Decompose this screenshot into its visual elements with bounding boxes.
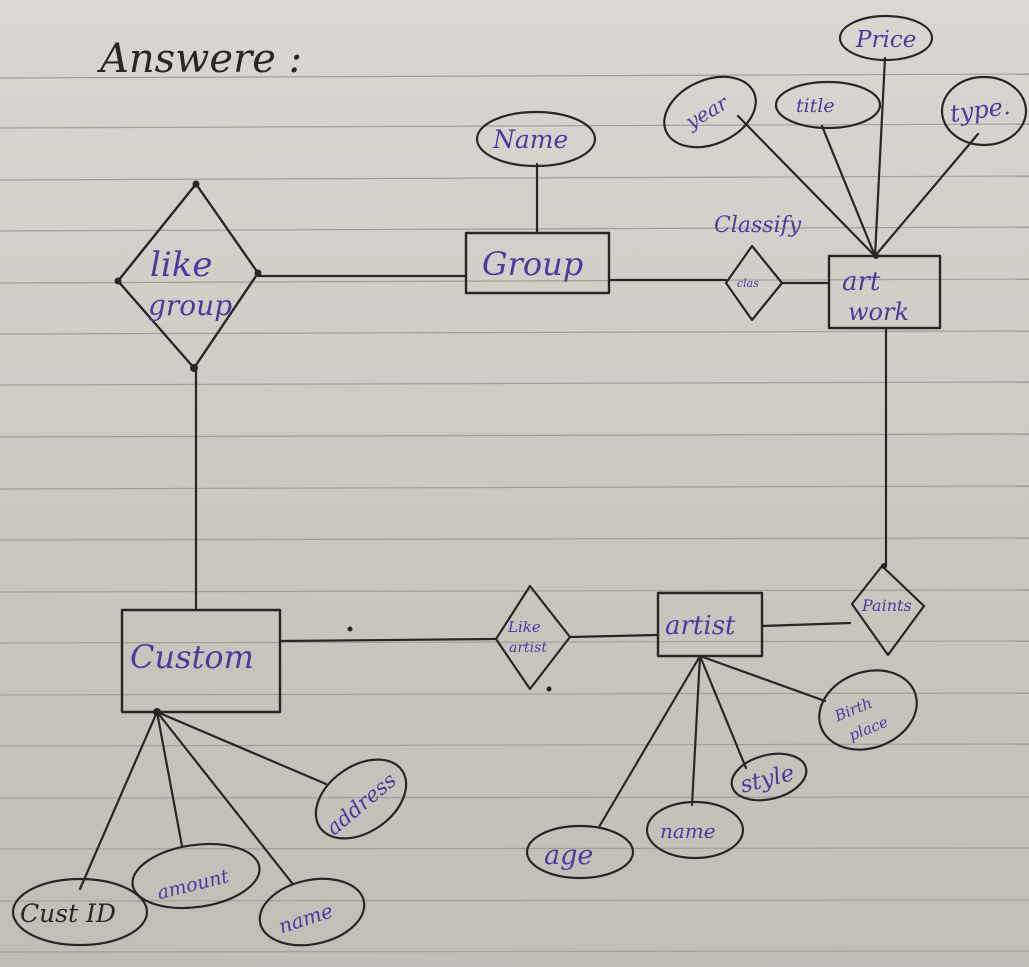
svg-text:age: age	[544, 840, 593, 871]
entity-customer: Custom	[120, 608, 282, 714]
attribute-artwork-type: type.	[940, 75, 1028, 147]
svg-text:name: name	[660, 819, 716, 843]
entity-artist: artist	[656, 591, 764, 658]
relationship-like-group: like group	[116, 182, 260, 370]
svg-text:Paints: Paints	[861, 596, 912, 615]
svg-text:like: like	[150, 245, 212, 285]
page-heading: Answere :	[96, 36, 302, 82]
svg-text:Group: Group	[482, 245, 583, 283]
link-likeartist-artist	[568, 633, 660, 639]
link-customer-likeartist	[278, 637, 498, 643]
link-customer-name	[155, 710, 294, 885]
connector-lines	[78, 56, 980, 891]
link-artwork-year	[736, 114, 877, 258]
svg-text:art: art	[842, 267, 881, 297]
link-artist-age	[597, 654, 702, 829]
attribute-group-name: Name	[475, 110, 597, 168]
svg-text:clas: clas	[737, 277, 759, 290]
svg-text:type.: type.	[948, 92, 1012, 128]
svg-text:Like: Like	[507, 618, 541, 636]
link-artist-style	[698, 654, 748, 770]
attribute-artwork-price: Price	[838, 14, 934, 62]
link-artist-paints	[760, 621, 852, 628]
link-customer-address	[155, 710, 328, 786]
link-artist-birthplace	[698, 654, 827, 703]
classify-label: Classify	[714, 213, 802, 238]
attribute-customer-id: Cust ID	[11, 877, 149, 947]
svg-text:amount: amount	[155, 865, 231, 904]
attribute-artwork-year: year	[663, 75, 757, 149]
attribute-artist-name: name	[645, 800, 745, 860]
svg-text:group: group	[148, 289, 232, 322]
attribute-artwork-title: title	[774, 80, 882, 130]
ruled-lines	[0, 73, 1029, 953]
attribute-artist-age: age	[525, 824, 635, 880]
attribute-artist-style: style	[730, 752, 808, 802]
svg-text:work: work	[848, 298, 909, 326]
link-customer-amount	[155, 710, 184, 848]
link-artwork-type	[873, 132, 980, 258]
attribute-customer-address: address	[314, 758, 408, 840]
link-artwork-title	[820, 124, 877, 258]
svg-text:Name: Name	[492, 125, 568, 154]
entity-artwork: art work	[827, 254, 942, 330]
link-artwork-price	[873, 56, 887, 258]
svg-text:year: year	[680, 90, 733, 134]
attribute-artist-birthplace: Birth place	[818, 669, 918, 751]
link-artist-name	[690, 654, 702, 807]
svg-text:artist: artist	[509, 640, 547, 656]
relationship-paints: Paints	[850, 564, 926, 657]
svg-text:artist: artist	[665, 611, 736, 641]
attribute-customer-name: name	[258, 877, 366, 947]
svg-text:Price: Price	[855, 27, 916, 53]
svg-text:title: title	[796, 95, 835, 117]
entity-group: Group	[464, 231, 611, 295]
svg-text:name: name	[276, 898, 336, 938]
svg-text:Cust ID: Cust ID	[20, 899, 116, 928]
svg-text:Custom: Custom	[130, 638, 254, 676]
relationship-classify: clas Classify	[714, 213, 802, 322]
relationship-like-artist: Like artist	[494, 584, 572, 691]
link-customer-id	[78, 710, 159, 891]
